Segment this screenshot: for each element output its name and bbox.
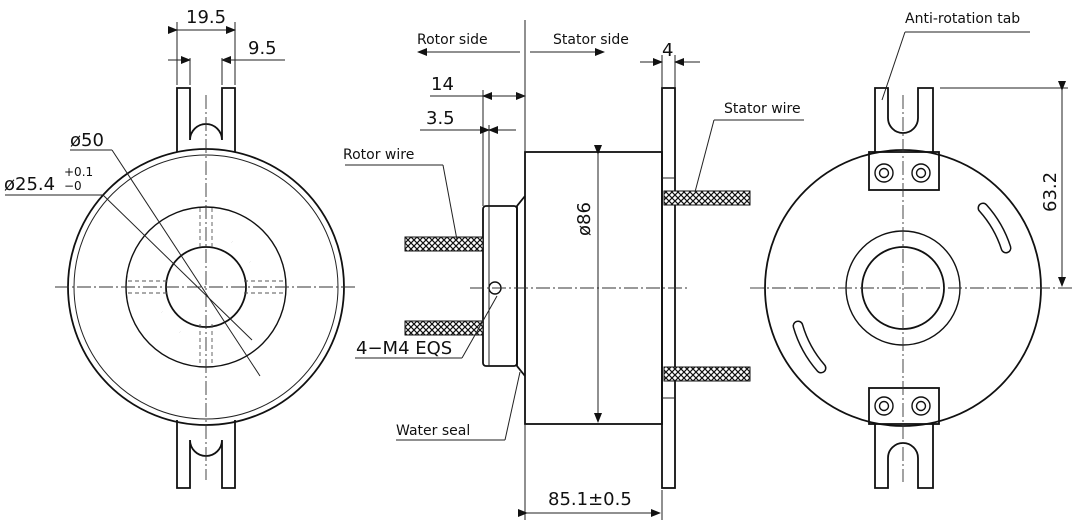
dim-flange-width: 4 — [662, 40, 673, 61]
dim-bore-diameter: ø25.4 — [4, 174, 55, 195]
top-anti-rotation-tab — [874, 87, 934, 152]
dim-tab-height: 63.2 — [1040, 172, 1061, 212]
side-view: Rotor side Stator side 14 3.5 4 ø86 85.1… — [343, 20, 804, 520]
hidden-screw-holes — [128, 208, 284, 366]
rotor-side-label: Rotor side — [417, 32, 488, 48]
screw-callout-label: 4−M4 EQS — [356, 338, 452, 359]
dim-rotor-length: 14 — [431, 74, 454, 95]
water-seal-label: Water seal — [396, 423, 470, 439]
bottom-tab-base — [868, 387, 940, 425]
rotor-flange-slots — [157, 238, 255, 336]
rotor-flange — [516, 195, 526, 377]
stator-wire-lower — [663, 366, 751, 382]
dim-body-length: 85.1±0.5 — [548, 489, 632, 510]
rotor-wire-lower — [404, 320, 484, 336]
stator-wire-upper — [663, 190, 751, 206]
dim-flange-thickness: 3.5 — [426, 108, 455, 129]
stator-end-view: 63.2 Anti-rotation tab — [750, 11, 1075, 489]
top-tab-base — [868, 151, 940, 191]
dim-tab-width: 19.5 — [186, 7, 226, 28]
dim-flange-diameter: ø50 — [70, 130, 104, 151]
anti-rotation-tab-label: Anti-rotation tab — [905, 11, 1020, 27]
rotor-wire-label: Rotor wire — [343, 147, 414, 163]
rotor-flange-plate — [482, 205, 518, 367]
dim-slot-width: 9.5 — [248, 38, 277, 59]
stator-wire-label: Stator wire — [724, 101, 801, 117]
stator-side-label: Stator side — [553, 32, 629, 48]
bore-tolerance-plus: +0.1 — [64, 165, 93, 179]
rotor-end-view: 19.5 9.5 ø50 ø25.4 +0.1 −0 — [4, 7, 358, 489]
dim-body-diameter: ø86 — [574, 202, 595, 236]
bottom-anti-rotation-tab — [874, 424, 934, 489]
rotor-wire-upper — [404, 236, 484, 252]
bore-tolerance-minus: −0 — [64, 179, 82, 193]
